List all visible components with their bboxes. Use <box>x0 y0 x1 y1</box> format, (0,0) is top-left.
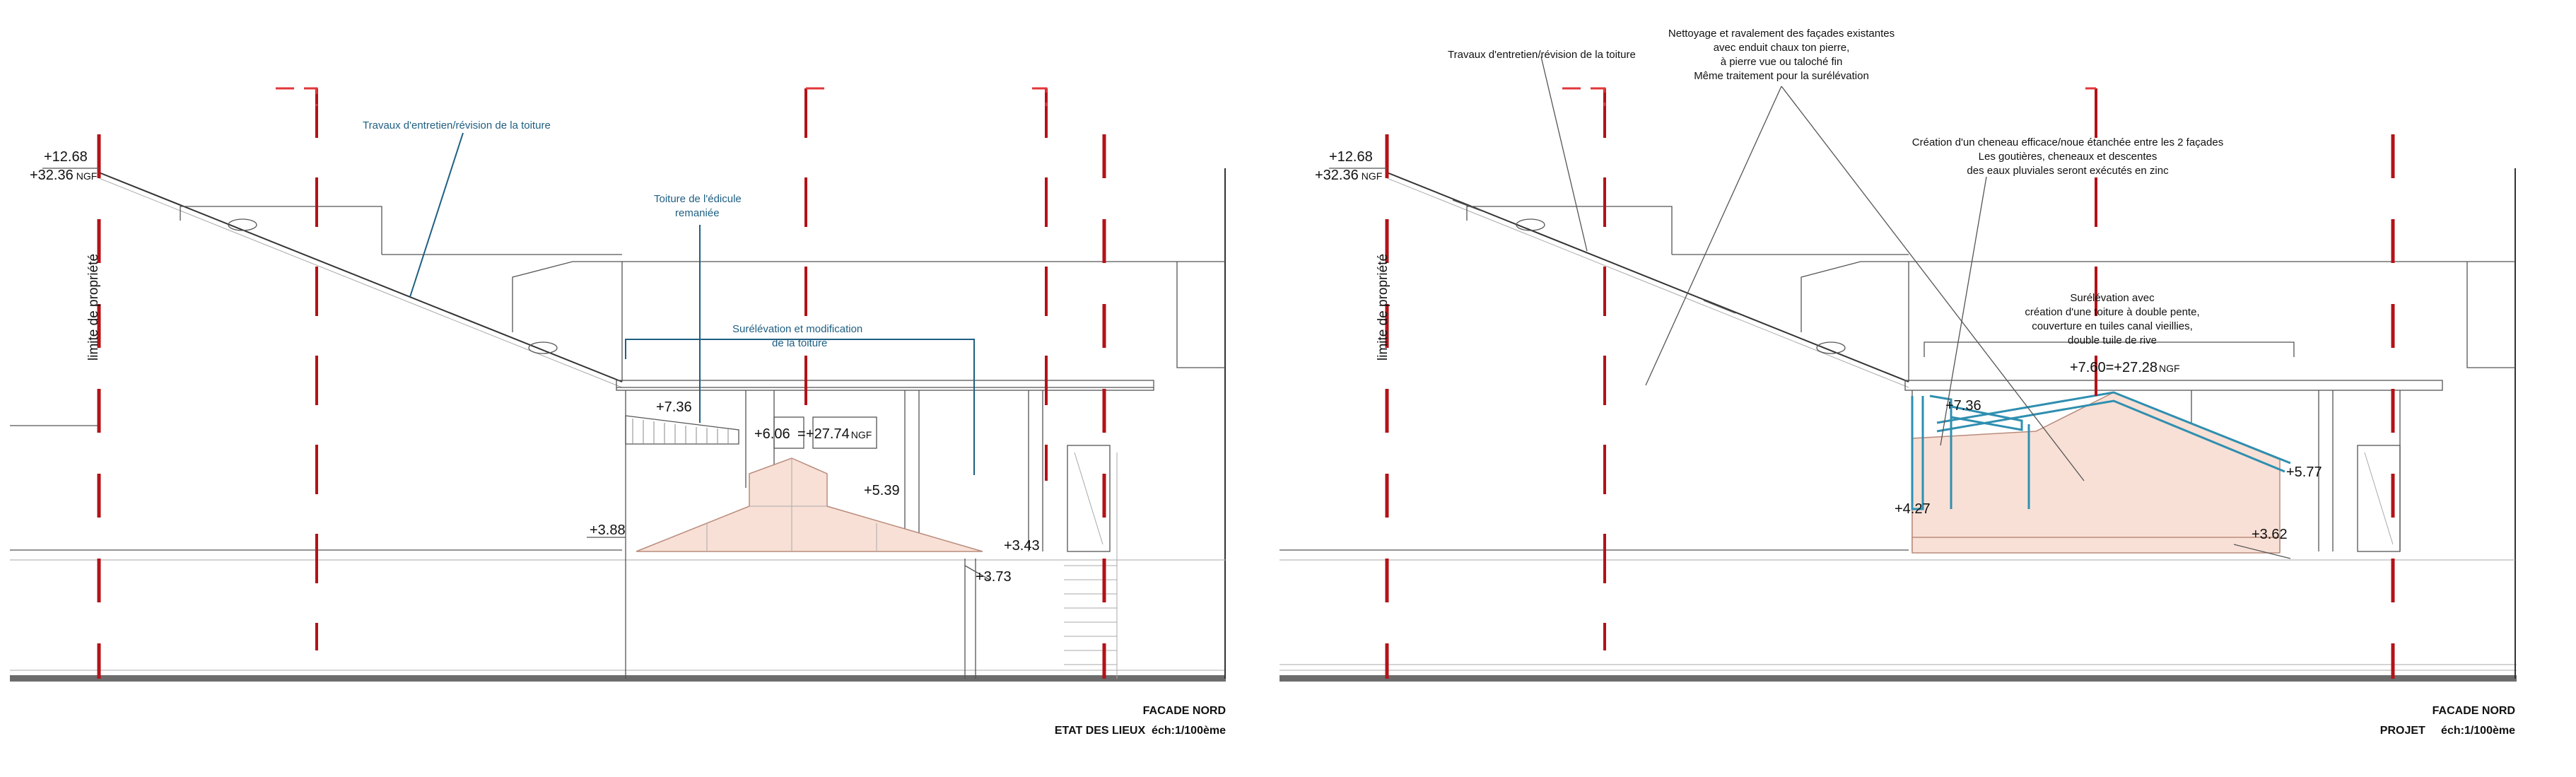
right-title-1: FACADE NORD <box>2432 705 2515 717</box>
left-skylight-1 <box>228 218 257 231</box>
right-note-facades-3: à pierre vue ou taloché fin <box>1721 56 1843 68</box>
left-right-annex <box>1067 445 1111 552</box>
left-level-ridge-eq: = <box>797 426 806 442</box>
right-property-limit: limite de propriété <box>1376 254 1391 361</box>
right-new-volume-base <box>1911 537 2281 554</box>
left-annex-frame <box>706 458 877 551</box>
right-note-facades-1: Nettoyage et ravalement des façades exis… <box>1668 28 1895 40</box>
left-stair <box>1064 452 1118 679</box>
right-leader-raise <box>1924 341 2295 357</box>
left-level-courtyard: +3.43 <box>1004 538 1040 554</box>
left-note-raise-2: de la toiture <box>772 337 827 349</box>
right-leader-gutter <box>1940 176 1987 446</box>
right-note-gutter-1: Création d'un cheneau efficace/noue étan… <box>1912 136 2223 148</box>
left-property-limit: limite de propriété <box>86 254 101 361</box>
right-note-raise-2: création d'une toiture à double pente, <box>2025 306 2199 318</box>
left-title-1: FACADE NORD <box>1143 705 1226 717</box>
right-new-raised-volume <box>1911 392 2281 552</box>
right-title-2: PROJET éch:1/100ème <box>2380 725 2515 737</box>
left-note-edicule-2: remaniée <box>675 207 720 219</box>
left-title-2: ETAT DES LIEUX éch:1/100ème <box>1055 725 1226 737</box>
right-elevation <box>1280 56 2517 682</box>
right-new-roof-underside <box>1936 399 2285 473</box>
left-ground-band <box>10 675 1226 682</box>
left-ridge-box-2 <box>812 416 877 449</box>
left-level-left-eave: +3.88 <box>590 522 626 538</box>
left-rear-volume-3 <box>512 261 623 382</box>
left-leader-raise <box>625 339 975 475</box>
left-leader-roof <box>409 132 464 298</box>
left-rear-volume-1 <box>180 206 382 255</box>
right-skylight-1 <box>1516 218 1545 231</box>
right-gutter-valley <box>1911 396 1924 510</box>
left-pile-cap-2 <box>276 87 318 106</box>
left-existing-annex-roof <box>636 457 983 552</box>
right-level-line-362 <box>2233 544 2291 559</box>
right-note-gutter-2: Les goutières, cheneaux et descentes <box>1979 151 2158 163</box>
left-pile-cap-4 <box>1032 87 1048 106</box>
right-main-roof-slope-2 <box>1386 177 1909 388</box>
left-edicule-roof <box>625 415 739 445</box>
right-note-gutter-3: des eaux pluviales seront exécutés en zi… <box>1967 165 2169 177</box>
right-rear-volume-5 <box>2466 262 2515 368</box>
left-note-roof-maintenance: Travaux d'entretien/révision de la toitu… <box>363 119 551 132</box>
right-right-annex-line <box>2364 452 2394 545</box>
left-right-annex-line <box>1074 452 1103 545</box>
left-level-low: +3.73 <box>976 569 1012 585</box>
right-edicule-roof <box>1950 405 2023 431</box>
left-main-roof-slope-2 <box>98 177 623 388</box>
left-main-roof-slope <box>98 172 623 382</box>
right-level-floor: +3.62 <box>2252 527 2288 542</box>
right-edicule-profile <box>1929 395 1953 509</box>
left-note-raise-1: Surélévation et modification <box>732 323 862 335</box>
right-leader-facade-2 <box>1781 86 2085 481</box>
left-rear-volume-5 <box>1176 262 1225 368</box>
left-elevation <box>10 87 1226 682</box>
right-note-facades-2: avec enduit chaux ton pierre, <box>1714 42 1850 54</box>
left-cornice <box>616 380 1154 391</box>
right-skylight-2 <box>1816 341 1846 354</box>
right-note-raise-3: couverture en tuiles canal vieillies, <box>2032 320 2193 332</box>
right-pile-cap-2 <box>1562 87 1606 106</box>
right-ground-band <box>1280 675 2517 682</box>
right-note-raise-4: double tuile de rive <box>2068 334 2157 346</box>
left-level-right-eave: +5.39 <box>864 483 900 498</box>
right-rear-volume-3 <box>1801 261 1909 382</box>
right-leader-facade-1 <box>1645 86 1782 386</box>
right-roof-window-1 <box>1452 199 1482 211</box>
left-wall-posts <box>625 390 1043 679</box>
right-leader-roof <box>1540 56 1588 252</box>
left-level-ridge-relative: +6.06 <box>754 426 790 442</box>
right-new-double-pitch-roof <box>1936 391 2291 465</box>
right-note-roof-maintenance: Travaux d'entretien/révision de la toitu… <box>1448 49 1636 61</box>
left-skylight-2 <box>528 341 558 354</box>
left-ridge-box-1 <box>773 416 804 449</box>
right-note-raise-1: Surélévation avec <box>2070 292 2155 304</box>
left-edicule-hatch <box>632 419 729 444</box>
right-cornice <box>1904 380 2443 391</box>
right-level-edicule: +7.36 <box>1945 398 1981 414</box>
right-right-annex <box>2357 445 2401 552</box>
left-level-edicule: +7.36 <box>656 399 692 415</box>
right-level-right-eave: +5.77 <box>2286 465 2322 480</box>
right-main-roof-slope <box>1386 172 1909 382</box>
left-level-top-relative: +12.68 <box>44 149 88 165</box>
right-roof-window-2 <box>1703 300 1736 314</box>
right-level-top-relative: +12.68 <box>1329 149 1373 165</box>
right-level-left-wall: +4.27 <box>1895 501 1931 517</box>
left-level-line-373 <box>964 565 990 580</box>
left-note-edicule-1: Toiture de l'édicule <box>654 193 742 205</box>
right-note-facades-4: Même traitement pour la surélévation <box>1694 70 1869 82</box>
right-rear-volume-1 <box>1466 206 1673 255</box>
